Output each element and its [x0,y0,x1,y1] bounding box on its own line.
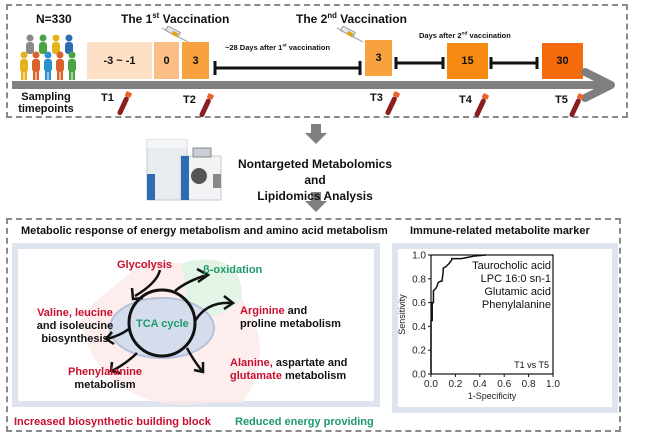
glycolysis-label: Glycolysis [117,259,173,271]
timepoint-label-t4: T4 [459,94,472,106]
tca-cycle-diagram [81,259,260,405]
y-tick-label: 0.4 [412,322,426,333]
y-tick-label: 0.6 [412,298,426,309]
interval-1-caption: ~28 Days after 1st vaccination [225,43,331,52]
blood-tube-icon [569,93,584,118]
y-tick-label: 0.8 [412,274,426,285]
sampling-label: Sampling timepoints [18,91,74,115]
beta-oxidation-label: β-oxidation [203,264,263,276]
roc-curve-line [430,254,486,374]
timepoint-box-day0: 0 [154,42,179,79]
glycolysis-arrow [134,269,162,298]
down-arrow-icon [305,124,327,144]
plot-area [430,254,554,375]
results-panel [6,218,621,432]
interval-2-caption: Days after 2nd vaccination [419,31,511,40]
alanine-arrow [185,347,203,372]
x-tick-label: 0.2 [448,379,462,390]
blood-tube-icon [385,91,400,116]
tca-cycle-label: TCA cycle [136,318,189,330]
beta-oxidation-arrow [174,273,208,292]
timepoint-box-day30: 30 [542,43,583,79]
valine-arrow [106,327,131,341]
x-tick-label: 0.6 [497,379,511,390]
x-tick-label: 0.4 [473,379,487,390]
y-tick-label: 0.2 [412,346,426,357]
first-vaccination-title: The 1st Vaccination [121,11,230,26]
interval-bar [489,57,539,69]
y-tick-label: 1.0 [412,251,426,262]
y-axis-label: Sensitivity [397,294,407,335]
footer-reduced-label: Reduced energy providing [235,416,374,428]
phenylalanine-label: Phenylalanine metabolism [68,366,142,391]
person-icon-row-back [26,34,73,54]
timeline-arrows [12,57,615,102]
timepoint-box-day3-second: 3 [365,40,392,76]
x-axis-label: 1-Specificity [468,391,517,401]
footer-increased-label: Increased biosynthetic building block [14,416,211,428]
down-arrow-icon [305,192,327,212]
phenylalanine-arrow [111,352,138,373]
y-tick-label: 0.0 [412,370,426,381]
timepoint-label-t3: T3 [370,92,383,104]
timepoint-label-t1: T1 [101,92,114,104]
x-tick-label: 1.0 [546,379,560,390]
marker-title: Immune-related metabolite marker [410,225,590,237]
cohort-size: N=330 [36,12,72,26]
mass-spectrometer-icon [146,139,222,201]
second-vaccination-title: The 2nd Vaccination [296,11,407,26]
blood-tube-icon [474,93,489,118]
x-tick-label: 0.8 [522,379,536,390]
timeline-axis-arrow [12,68,615,102]
arginine-arrow [193,301,233,322]
timepoint-box-day3-first: 3 [182,42,209,79]
analysis-caption: Nontargeted Metabolomics and Lipidomics … [237,157,393,203]
timepoint-label-t5: T5 [555,94,568,106]
timepoint-label-t2: T2 [183,94,196,106]
syringe-icon [161,26,189,43]
comparison-annotation: T1 vs T5 [514,360,549,370]
interval-bar [394,57,445,69]
blood-tube-icon [199,93,214,118]
roc-frame [392,243,618,413]
timepoint-box-day15: 15 [447,43,488,79]
roc-chart: 0.0 0.2 0.4 0.6 0.8 1.0 0.0 0.2 0.4 0.6 0.8 1.0 1-Sp… [397,251,560,402]
timepoint-box-pre: -3 ~ -1 [87,42,152,79]
metabolic-title: Metabolic response of energy metabolism … [21,225,388,237]
alanine-label: Alanine, aspartate and glutamate metabol… [230,357,348,382]
timeline-panel [6,4,628,118]
legend-entry: Phenylalanine [482,299,551,311]
valine-label: Valine, leucine and isoleucine biosynthe… [36,307,114,345]
person-icon-row-front [20,51,76,80]
syringe-icon [336,26,364,43]
legend-entry: LPC 16:0 sn-1 [481,273,551,285]
interval-bar [213,61,362,75]
people-group-icon [20,34,76,80]
legend-entry: Taurocholic acid [472,260,551,272]
blood-tube-icon [117,91,132,116]
x-tick-label: 0.0 [424,379,438,390]
arginine-label: Arginine and proline metabolism [240,305,341,330]
legend-entry: Glutamic acid [484,286,551,298]
